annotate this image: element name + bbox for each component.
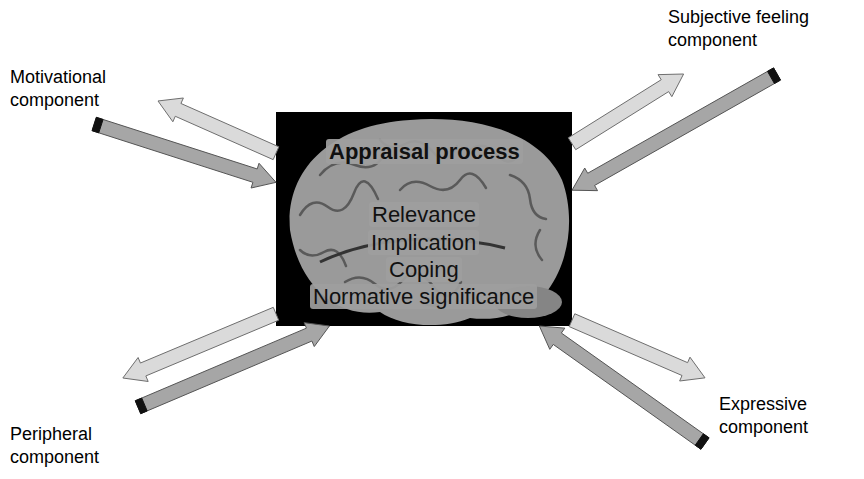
inbound-arrow xyxy=(539,326,709,449)
appraisal-check: Coping xyxy=(386,257,462,282)
brain-gyri xyxy=(300,140,546,306)
photo-background xyxy=(276,112,572,326)
arrow-tail-cap xyxy=(135,398,147,414)
gyrus-line xyxy=(300,250,346,266)
outbound-arrow xyxy=(123,307,279,381)
gyrus-line xyxy=(535,230,542,260)
component-name: Motivational component xyxy=(10,66,150,111)
component-name: Expressive component xyxy=(719,393,853,438)
appraisal-check: Relevance xyxy=(369,202,479,227)
component-label: Motivational component xyxy=(8,64,158,124)
block-arrow xyxy=(569,314,705,381)
arrow-tail-cap xyxy=(695,434,709,449)
component-label: Subjective feeling component xyxy=(666,4,840,74)
inbound-arrow xyxy=(572,68,781,191)
component-label: Expressive component xyxy=(705,375,857,450)
outbound-arrow xyxy=(569,314,705,381)
appraisal-box: Appraisal processRelevanceImplicationCop… xyxy=(276,112,572,326)
arrow-tail-cap xyxy=(92,117,103,132)
arrow-tail-cap xyxy=(768,68,781,84)
inbound-arrow xyxy=(135,323,329,414)
gyrus-line xyxy=(400,174,486,190)
component-label: Peripheral component xyxy=(8,378,138,472)
block-arrow xyxy=(135,323,329,414)
inbound-arrow xyxy=(92,117,276,188)
block-arrow xyxy=(92,117,276,188)
component-name: Subjective feeling component xyxy=(668,6,834,51)
gyrus-line xyxy=(510,175,546,219)
box-heading: Appraisal process xyxy=(326,139,523,164)
appraisal-check: Implication xyxy=(368,230,479,255)
appraisal-check: Normative significance xyxy=(310,284,537,309)
block-arrow xyxy=(572,68,781,191)
gyrus-line xyxy=(300,181,378,215)
brain-shape xyxy=(290,119,569,325)
block-arrow xyxy=(123,307,279,381)
block-arrow xyxy=(539,326,709,449)
component-name: Peripheral component xyxy=(10,423,134,468)
